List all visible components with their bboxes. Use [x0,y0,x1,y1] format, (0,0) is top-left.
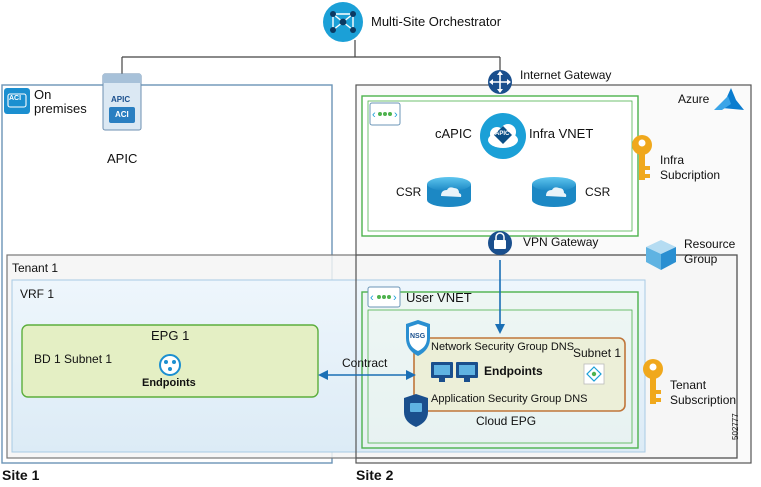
contract-arrow [318,370,416,380]
cloud-epg-label: Cloud EPG [476,414,537,428]
nsg-shield-icon [406,320,430,356]
endpoints-right-label: Endpoints [484,364,543,378]
endpoints-left-label: Endpoints [142,377,196,389]
apic-label: APIC [107,151,138,166]
tenant-subscription-label-line2: Subscription [670,393,737,407]
capic-label: cAPIC [435,126,472,141]
infra-vnet-icon: ‹ › [369,102,401,126]
apic-device-top-text: APIC [111,95,131,104]
apic-device-bottom-text: ACI [115,110,129,119]
vpn-arrow [495,260,505,334]
svg-text:›: › [393,292,397,304]
user-vnet-icon: ‹ › [367,286,401,308]
tenant-label: Tenant 1 [12,261,59,275]
infra-subscription-label-line2: Subcription [660,168,721,182]
internet-gateway-label: Internet Gateway [520,68,612,82]
csr-right-icon [532,177,576,207]
csr-right-label: CSR [585,185,611,199]
capic-cloud-icon [480,113,526,159]
apic-device-icon [102,73,142,131]
site2-label: Site 2 [356,467,394,483]
figure-id-label: 502777 [731,413,740,440]
asg-dns-label: Application Security Group DNS [431,393,588,405]
resource-group-label-line2: Group [684,252,718,266]
resource-group-label-line1: Resource [684,237,736,251]
internet-gateway-icon [488,70,512,94]
site1-label: Site 1 [2,467,40,483]
tenant-subscription-label-line1: Tenant [670,378,707,392]
endpoints-right-icon [431,362,478,382]
svg-text:›: › [394,109,398,121]
csr-left-icon [427,177,471,207]
subnet-icon [583,363,605,385]
aci-badge-text: ACI [9,95,22,102]
bd-subnet-label: BD 1 Subnet 1 [34,352,113,366]
azure-label: Azure [678,92,710,106]
subnet-label: Subnet 1 [573,346,622,360]
orchestrator-label: Multi-Site Orchestrator [371,14,502,29]
site2-tenant-frame [355,254,738,459]
on-premises-label-line2: premises [34,101,87,116]
infra-subscription-label-line1: Infra [660,153,685,167]
nsg-dns-label: Network Security Group DNS [431,341,575,353]
endpoints-left-icon [159,354,181,376]
contract-label: Contract [342,356,388,370]
on-premises-label-line1: On [34,87,52,102]
infra-key-icon [632,135,652,180]
user-vnet-label: User VNET [406,290,472,305]
nsg-badge-text: NSG [410,333,426,340]
svg-text:‹: ‹ [372,109,376,121]
vpn-gateway-icon [488,231,512,255]
vpn-gateway-label: VPN Gateway [523,235,599,249]
aci-badge-icon [4,88,30,114]
orchestrator-links [121,40,501,74]
infra-vnet-label: Infra VNET [529,126,594,141]
resource-group-icon [646,240,676,270]
orchestrator-icon [323,2,363,42]
asg-icon [404,394,428,427]
svg-text:‹: ‹ [370,292,374,304]
vrf-label: VRF 1 [20,287,55,301]
epg-label: EPG 1 [151,328,190,343]
capic-badge-text: APIC [495,131,510,137]
csr-left-label: CSR [396,185,422,199]
azure-logo-icon [714,88,744,110]
tenant-key-icon [643,359,663,404]
